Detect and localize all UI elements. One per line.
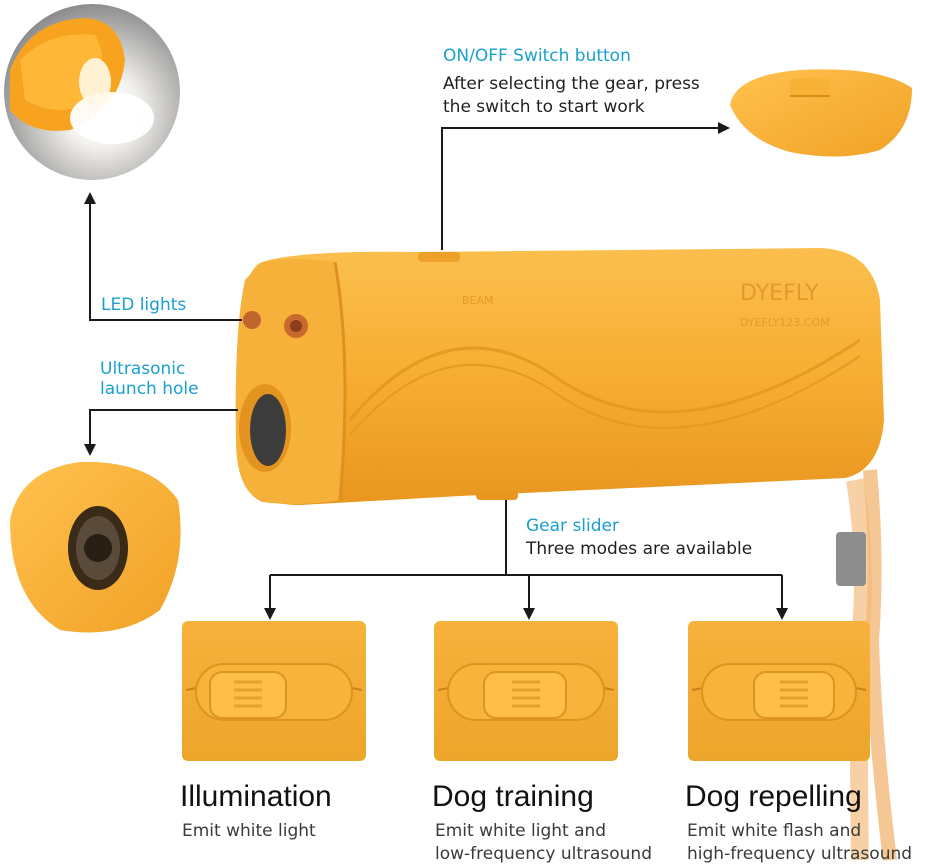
device-url-text: DYEFLY123.COM (740, 316, 830, 329)
arrowheads (84, 122, 788, 620)
switch-callout-line2: the switch to start work (443, 97, 645, 117)
device-body-image (235, 248, 897, 861)
ultrasonic-closeup-image (10, 461, 181, 633)
switch-callout-line1: After selecting the gear, press (443, 74, 700, 94)
led-callout-title: LED lights (101, 295, 187, 315)
device-beam-text: BEAM (462, 294, 494, 307)
switch-closeup-image (730, 69, 912, 157)
mode-desc-illumination-line1: Emit white light (182, 821, 316, 841)
mode-desc-dog-repelling-line1: Emit white flash and (687, 821, 862, 841)
switch-callout-title: ON/OFF Switch button (443, 46, 631, 66)
led-closeup-image (4, 4, 180, 180)
ultrasonic-callout-line2: launch hole (100, 379, 199, 399)
mode-title-dog-training: Dog training (432, 780, 594, 813)
mode-desc-dog-repelling-line2: high-frequency ultrasound (687, 844, 913, 864)
mode-panel-dog-repelling (688, 621, 870, 761)
device-brand-text: DYEFLY (740, 281, 819, 306)
ultrasonic-callout-line1: Ultrasonic (100, 359, 186, 379)
gear-callout-subtitle: Three modes are available (526, 539, 753, 559)
gear-callout-title: Gear slider (526, 516, 619, 536)
mode-title-illumination: Illumination (180, 780, 332, 813)
mode-panel-illumination (182, 621, 366, 761)
mode-title-dog-repelling: Dog repelling (685, 780, 862, 813)
connector-lines (89, 127, 783, 612)
mode-desc-dog-training-line1: Emit white light and (435, 821, 607, 841)
mode-desc-dog-training-line2: low-frequency ultrasound (435, 844, 652, 864)
mode-panel-dog-training (434, 621, 618, 761)
